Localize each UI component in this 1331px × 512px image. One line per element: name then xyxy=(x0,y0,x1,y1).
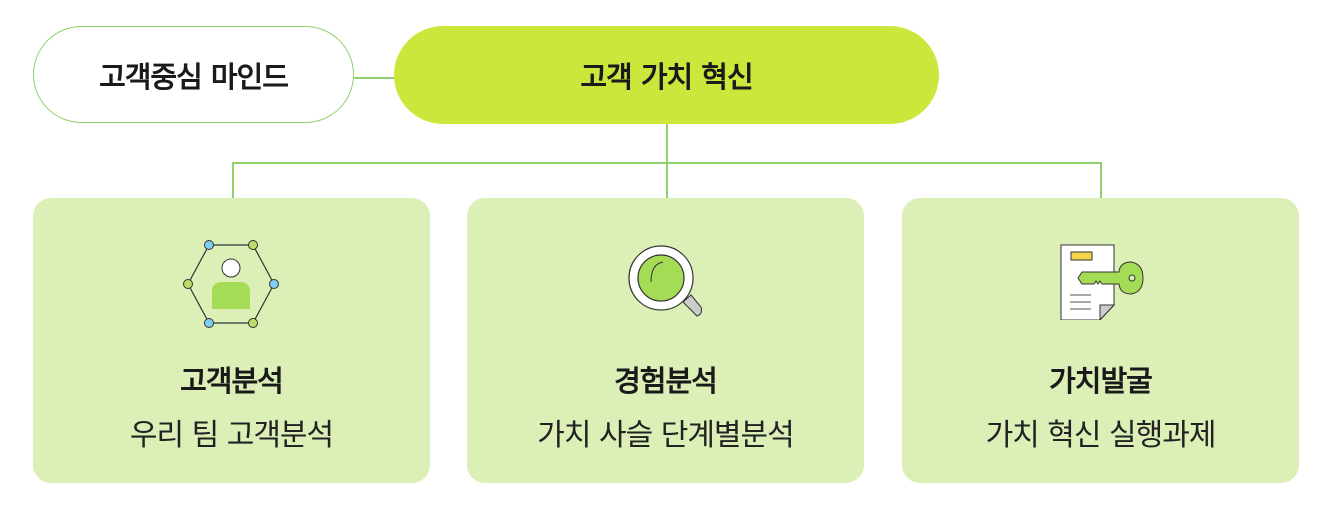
card-customer-analysis: 고객분석 우리 팀 고객분석 xyxy=(33,198,430,483)
connector-line xyxy=(1100,162,1102,198)
customer-mindset-node: 고객중심 마인드 xyxy=(33,26,354,123)
card-title: 고객분석 xyxy=(180,364,284,398)
customer-mindset-label: 고객중심 마인드 xyxy=(99,59,289,94)
connector-line xyxy=(354,77,394,79)
card-title: 가치발굴 xyxy=(1049,364,1153,398)
connector-line xyxy=(666,124,668,198)
customer-network-icon xyxy=(182,240,279,328)
document-key-icon xyxy=(1060,244,1144,320)
card-title: 경험분석 xyxy=(614,364,718,398)
card-value-discovery: 가치발굴 가치 혁신 실행과제 xyxy=(902,198,1299,483)
card-subtitle: 가치 혁신 실행과제 xyxy=(985,418,1217,453)
card-experience-analysis: 경험분석 가치 사슬 단계별분석 xyxy=(467,198,864,483)
card-subtitle: 가치 사슬 단계별분석 xyxy=(537,418,794,453)
customer-value-innovation-label: 고객 가치 혁신 xyxy=(580,60,753,94)
customer-value-innovation-node: 고객 가치 혁신 xyxy=(394,26,939,124)
connector-line xyxy=(232,162,234,198)
magnifier-icon xyxy=(627,245,702,317)
card-subtitle: 우리 팀 고객분석 xyxy=(129,418,334,453)
connector-line xyxy=(232,162,1101,164)
